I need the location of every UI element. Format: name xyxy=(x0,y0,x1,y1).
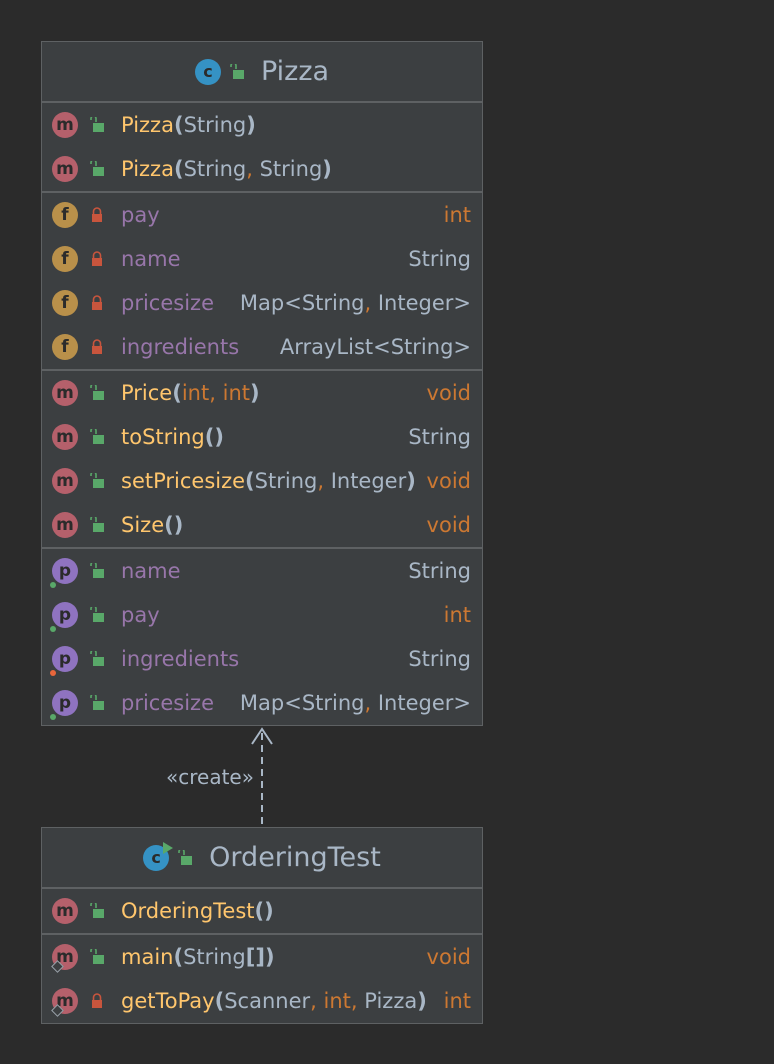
constructors-section: m OrderingTest() xyxy=(42,889,482,935)
method-params: () xyxy=(204,425,224,449)
property-icon: p xyxy=(52,558,78,584)
field-name: pricesize xyxy=(121,291,214,315)
property-icon: p xyxy=(52,602,78,628)
constructor-name: Pizza xyxy=(121,157,174,181)
method-return-type: int xyxy=(443,989,471,1013)
private-lock-icon xyxy=(89,993,105,1009)
constructor-row[interactable]: m Pizza(String) xyxy=(42,103,482,147)
constructors-section: m Pizza(String) m Pizza(String, String) xyxy=(42,103,482,193)
field-row[interactable]: f ingredients ArrayList<String> xyxy=(42,325,482,369)
property-row[interactable]: p pay int xyxy=(42,593,482,637)
field-name: pay xyxy=(121,203,160,227)
property-name: pricesize xyxy=(121,691,214,715)
methods-section: m Price(int, int) void m toString() Stri… xyxy=(42,371,482,549)
field-name: name xyxy=(121,247,181,271)
method-icon: m xyxy=(52,380,78,406)
field-type: Map<String, Integer> xyxy=(239,291,471,315)
method-return-type: void xyxy=(426,469,471,493)
field-type: String xyxy=(408,247,471,271)
public-lock-icon xyxy=(177,850,193,866)
class-header: c OrderingTest xyxy=(42,828,482,889)
property-type: String xyxy=(408,647,471,671)
class-title: Pizza xyxy=(260,56,330,87)
method-return-type: void xyxy=(426,945,471,969)
method-icon: m xyxy=(52,156,78,182)
class-icon: c xyxy=(194,58,221,85)
method-row[interactable]: m Price(int, int) void xyxy=(42,371,482,415)
public-lock-icon xyxy=(89,949,105,965)
orderingtest-class-box[interactable]: c OrderingTest m OrderingTest() m main(S… xyxy=(41,827,483,1024)
field-type: ArrayList<String> xyxy=(279,335,471,359)
property-row[interactable]: p name String xyxy=(42,549,482,593)
property-name: pay xyxy=(121,603,160,627)
method-name: Price xyxy=(121,381,173,405)
property-type: Map<String, Integer> xyxy=(239,691,471,715)
class-header: c Pizza xyxy=(42,42,482,103)
method-return-type: void xyxy=(426,381,471,405)
constructor-row[interactable]: m OrderingTest() xyxy=(42,889,482,933)
constructor-params: () xyxy=(254,899,274,923)
method-icon: m xyxy=(52,512,78,538)
method-params: (Scanner, int, Pizza) xyxy=(214,989,427,1013)
method-row[interactable]: m Size() void xyxy=(42,503,482,547)
property-name: name xyxy=(121,559,181,583)
method-icon: m xyxy=(52,468,78,494)
property-name: ingredients xyxy=(121,647,240,671)
field-icon: f xyxy=(52,202,78,228)
create-relation-label: «create» xyxy=(166,765,254,789)
properties-section: p name String p pay int p ingredients St… xyxy=(42,549,482,725)
property-type: int xyxy=(443,603,471,627)
method-name: getToPay xyxy=(121,989,215,1013)
fields-section: f pay int f name String f pricesize Map<… xyxy=(42,193,482,371)
getter-dot-icon xyxy=(50,714,56,720)
method-icon: m xyxy=(52,112,78,138)
public-lock-icon xyxy=(89,903,105,919)
constructor-name: Pizza xyxy=(121,113,174,137)
field-row[interactable]: f pricesize Map<String, Integer> xyxy=(42,281,482,325)
constructor-params: (String) xyxy=(173,113,256,137)
setter-dot-icon xyxy=(50,670,56,676)
getter-dot-icon xyxy=(50,626,56,632)
field-icon: f xyxy=(52,246,78,272)
property-row[interactable]: p ingredients String xyxy=(42,637,482,681)
constructor-name: OrderingTest xyxy=(121,899,255,923)
method-name: main xyxy=(121,945,174,969)
method-return-type: void xyxy=(426,513,471,537)
method-row[interactable]: m getToPay(Scanner, int, Pizza) int xyxy=(42,979,482,1023)
method-row[interactable]: m main(String[]) void xyxy=(42,935,482,979)
method-row[interactable]: m toString() String xyxy=(42,415,482,459)
constructor-params: (String, String) xyxy=(173,157,332,181)
property-icon: p xyxy=(52,646,78,672)
method-params: () xyxy=(164,513,184,537)
class-title: OrderingTest xyxy=(209,842,381,873)
property-icon: p xyxy=(52,690,78,716)
methods-section: m main(String[]) void m getToPay(Scanner… xyxy=(42,935,482,1023)
method-params: (String, Integer) xyxy=(245,469,416,493)
method-name: toString xyxy=(121,425,205,449)
property-type: String xyxy=(408,559,471,583)
pizza-class-box[interactable]: c Pizza m Pizza(String) m Pizza(String, … xyxy=(41,41,483,726)
method-row[interactable]: m setPricesize(String, Integer) void xyxy=(42,459,482,503)
field-type: int xyxy=(443,203,471,227)
method-icon: m xyxy=(52,424,78,450)
property-row[interactable]: p pricesize Map<String, Integer> xyxy=(42,681,482,725)
method-params: (int, int) xyxy=(172,381,260,405)
getter-dot-icon xyxy=(50,582,56,588)
method-name: Size xyxy=(121,513,165,537)
field-name: ingredients xyxy=(121,335,240,359)
method-name: setPricesize xyxy=(121,469,246,493)
method-return-type: String xyxy=(408,425,471,449)
field-icon: f xyxy=(52,290,78,316)
field-row[interactable]: f name String xyxy=(42,237,482,281)
field-row[interactable]: f pay int xyxy=(42,193,482,237)
runnable-class-icon: c xyxy=(143,841,174,871)
method-params: (String[]) xyxy=(173,945,275,969)
method-icon: m xyxy=(52,898,78,924)
constructor-row[interactable]: m Pizza(String, String) xyxy=(42,147,482,191)
run-icon xyxy=(163,841,174,854)
field-icon: f xyxy=(52,334,78,360)
